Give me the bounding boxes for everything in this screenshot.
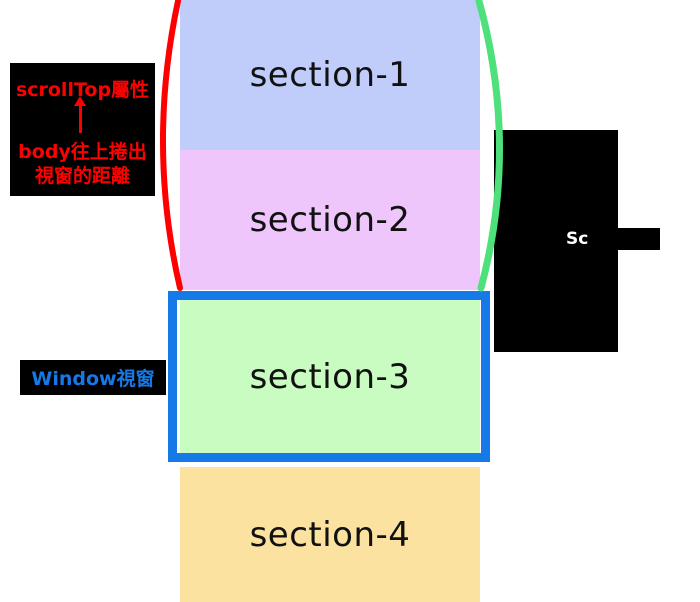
scroll-right-annotation-redaction-bar	[602, 228, 660, 250]
window-viewport-label-text: Window視窗	[31, 368, 155, 390]
scroll-right-annotation-panel	[494, 130, 618, 352]
section-3-block: section-3	[180, 296, 480, 458]
section-3-label: section-3	[249, 357, 411, 397]
window-viewport-label: Window視窗	[20, 360, 166, 395]
section-2-block: section-2	[180, 150, 480, 290]
section-1-label: section-1	[249, 55, 411, 95]
scrolltop-title: scrollTop屬性	[15, 79, 150, 101]
up-arrow-icon	[74, 96, 86, 133]
section-4-label: section-4	[249, 514, 411, 555]
section-4-block: section-4	[180, 467, 480, 602]
scrolltop-annotation: scrollTop屬性 body往上捲出 視窗的距離	[10, 63, 155, 196]
scrolltop-body-line-2: 視窗的距離	[34, 165, 130, 187]
section-1-block: section-1	[180, 0, 480, 150]
scrolltop-arc-icon	[160, 0, 183, 291]
scrolltop-body-line-1: body往上捲出	[18, 141, 147, 163]
scroll-right-annotation-text: Sc	[566, 229, 589, 249]
window-viewport-frame	[168, 291, 490, 462]
section-2-label: section-2	[249, 200, 411, 240]
